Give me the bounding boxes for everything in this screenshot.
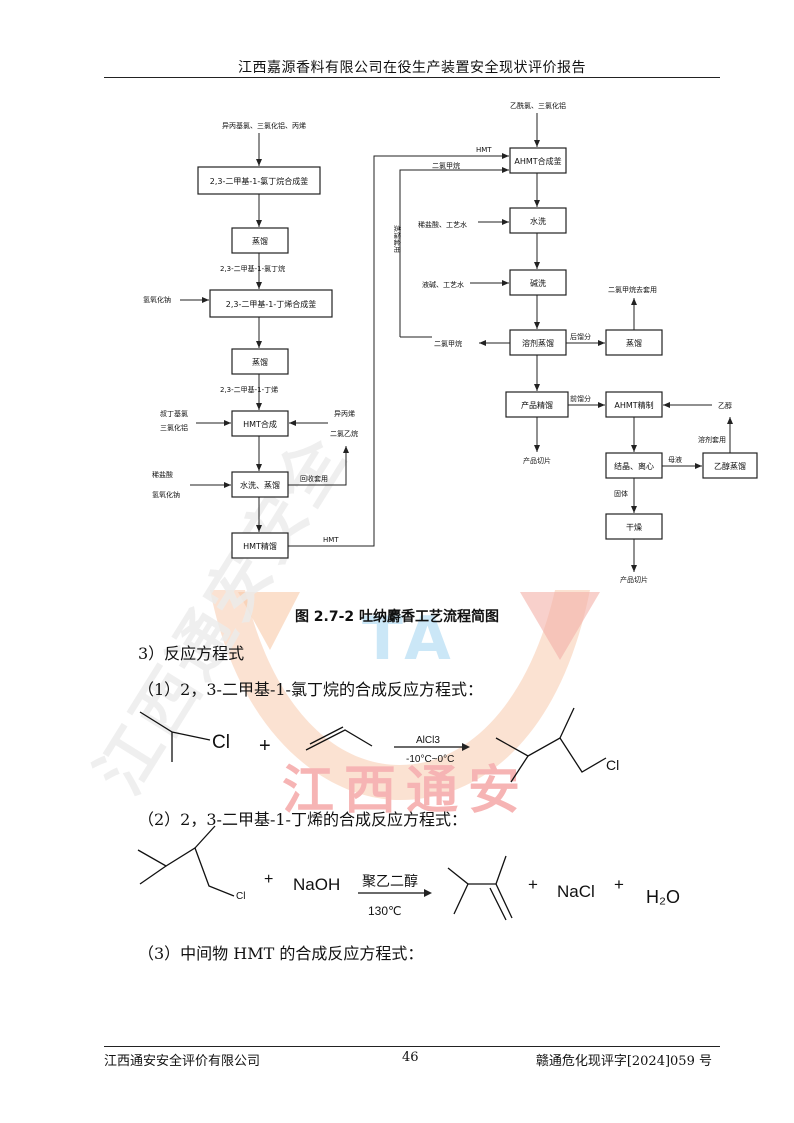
right-box-6 [605, 391, 663, 418]
right-ethanol-in: 乙醇 [718, 401, 732, 410]
watermark-red-shape [520, 592, 600, 660]
left-box-4-label: 蒸馏 [252, 357, 268, 367]
right-box-eth-label: 乙醇蒸馏 [714, 461, 746, 471]
left-side-in-2b: 三氯化铝 [160, 423, 188, 432]
process-flow-diagram: 异丙基氯、三氯化铝、丙烯 2,3-二甲基-1-氯丁烷合成釜 蒸馏 2,3-二甲基… [143, 101, 758, 584]
left-box-1 [197, 166, 321, 195]
right-box-3 [509, 269, 567, 296]
right-dcm-out: 二氯甲烷 [434, 339, 462, 348]
left-box-1-label: 2,3-二甲基-1-氯丁烷合成釜 [210, 176, 308, 186]
right-side-top: 二氯甲烷去套用 [608, 285, 657, 294]
left-side-in-2a: 叔丁基氯 [160, 409, 188, 418]
right-box-3-label: 碱洗 [530, 278, 546, 288]
left-box-7 [231, 532, 289, 559]
watermark-org-text: 江西通安 [282, 761, 531, 821]
left-side-in-1: 氢氧化钠 [143, 295, 171, 304]
left-out-label: HMT [323, 536, 339, 544]
right-box-1 [509, 147, 567, 174]
figure-caption: 图 2.7-2 吐纳麝香工艺流程简图 [294, 609, 500, 625]
left-box-3 [209, 289, 333, 318]
left-box-3-label: 2,3-二甲基-1-丁烯合成釜 [226, 299, 316, 309]
right-box-1-label: AHMT合成釜 [514, 156, 561, 166]
watermark-orange-arc [210, 590, 590, 800]
left-box-7-label: HMT精馏 [243, 541, 277, 551]
left-box-2-label: 蒸馏 [252, 236, 268, 246]
right-vertical-label: 蒸馏套用 [393, 225, 402, 253]
left-side-in-3a: 稀盐酸 [152, 470, 173, 479]
equation-2-label: （2）2，3-二甲基-1-丁烯的合成反应方程式： [138, 810, 467, 829]
right-box-6-label: AHMT精制 [614, 400, 653, 410]
watermark-orange-shape [238, 592, 300, 650]
equation-1-label: （1）2，3-二甲基-1-氯丁烷的合成反应方程式： [138, 680, 483, 699]
footer-company: 江西通安安全评价有限公司 [104, 1054, 261, 1069]
right-box-2 [509, 207, 567, 234]
right-box-side [605, 329, 663, 356]
right-box-8-label: 干燥 [626, 523, 642, 532]
left-box-5-label: HMT合成 [243, 419, 277, 429]
right-solid-label: 固体 [614, 489, 628, 498]
left-side-in-3b: 氢氧化钠 [152, 490, 180, 499]
right-product-2: 产品切片 [620, 575, 648, 584]
right-product-1: 产品切片 [523, 456, 551, 465]
right-side-in-2: 液碱、工艺水 [422, 280, 464, 289]
right-mother-label: 母液 [668, 455, 682, 464]
left-mid-1: 2,3-二甲基-1-氯丁烷 [220, 264, 285, 273]
right-box-7-label: 结晶、离心 [614, 461, 654, 471]
right-dcm-in: 二氯甲烷 [432, 161, 460, 170]
right-box-8 [605, 513, 663, 540]
right-box-7 [605, 452, 663, 479]
left-recycle-label: 回收套用 [300, 474, 328, 483]
left-box-6-label: 水洗、蒸馏 [240, 480, 280, 490]
right-feed-top: 乙酰氯、三氯化铝 [510, 101, 566, 110]
right-box-5-label: 产品精馏 [521, 400, 553, 410]
right-box-side-label: 蒸馏 [626, 338, 642, 348]
page-header: 江西嘉源香料有限公司在役生产装置安全现状评价报告 [238, 60, 586, 76]
left-side-right-b: 二氯乙烷 [330, 429, 358, 438]
left-box-5 [231, 410, 289, 437]
watermark-logo-text: TA [362, 604, 457, 674]
left-box-2 [231, 227, 289, 254]
right-solvent-label: 溶剂套用 [698, 435, 726, 444]
right-side-in-1: 稀盐酸、工艺水 [418, 220, 467, 229]
footer-report-number: 赣通危化现评字[2024]059 号 [535, 1054, 712, 1069]
header-rule [104, 77, 720, 78]
left-box-4 [231, 348, 289, 375]
right-heavy-label: 后馏分 [570, 332, 591, 341]
equation-3-label: （3）中间物 HMT 的合成反应方程式： [138, 944, 424, 963]
right-hmt-in: HMT [476, 146, 492, 154]
footer-page-number: 46 [402, 1050, 419, 1065]
footer-rule [104, 1046, 720, 1047]
left-mid-2: 2,3-二甲基-1-丁烯 [220, 385, 278, 394]
right-box-4-label: 溶剂蒸馏 [522, 338, 554, 348]
section-title: 3）反应方程式 [138, 644, 245, 663]
right-front-label: 前馏分 [570, 394, 591, 403]
left-side-right-a: 异丙烯 [334, 409, 355, 418]
right-box-2-label: 水洗 [530, 216, 546, 226]
left-feed-top: 异丙基氯、三氯化铝、丙烯 [222, 121, 306, 130]
